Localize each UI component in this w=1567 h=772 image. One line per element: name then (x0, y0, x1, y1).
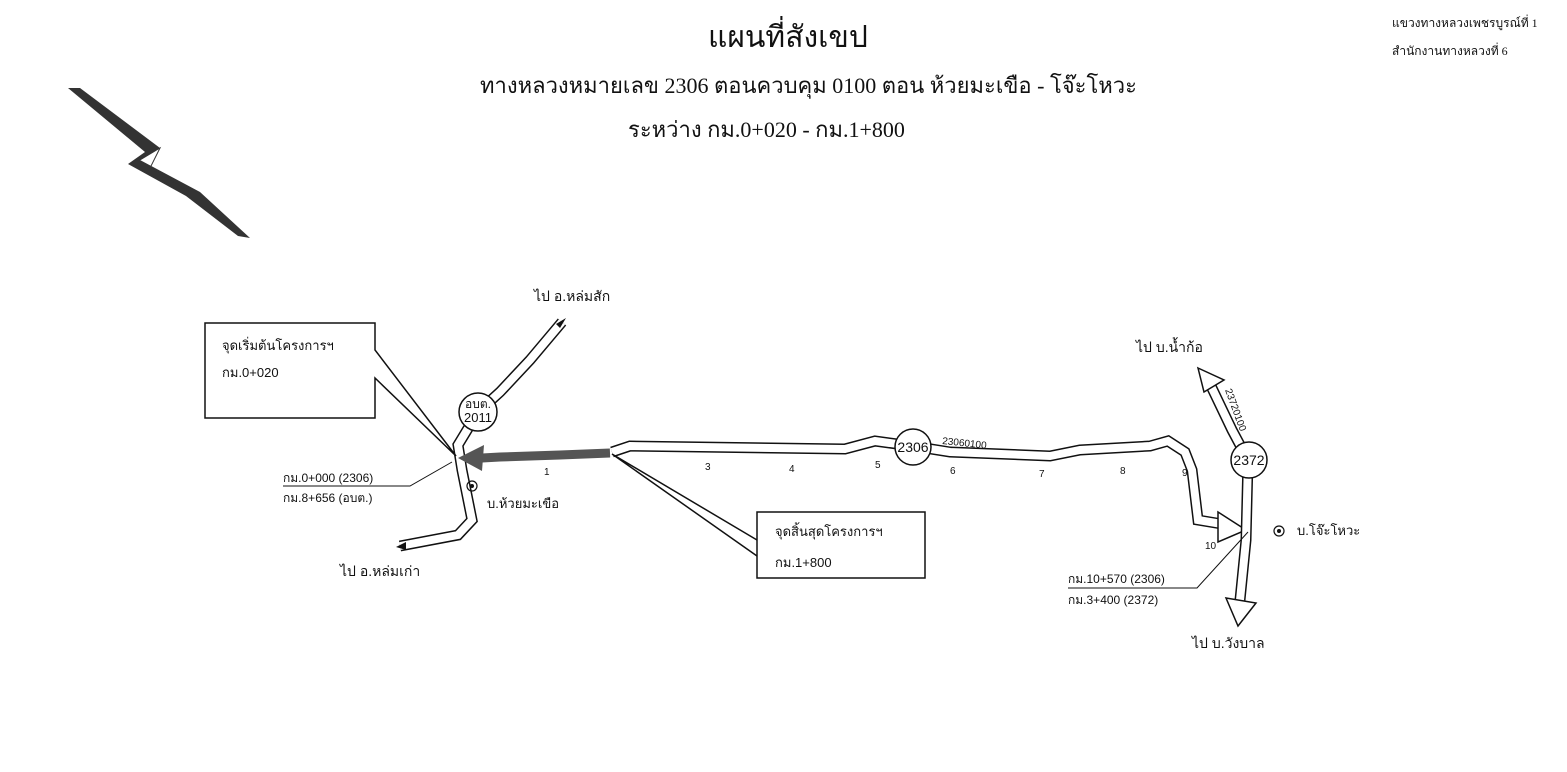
destination-nam-ko: ไป บ.น้ำก้อ (1135, 337, 1203, 355)
control-code-2306: 23060100 (942, 436, 988, 452)
junction-east-label: กม.10+570 (2306) กม.3+400 (2372) (1068, 531, 1249, 607)
km-mark: 5 (875, 460, 881, 471)
badge-2306-text: 2306 (897, 439, 928, 455)
map-subtitle: ทางหลวงหมายเลข 2306 ตอนควบคุม 0100 ตอน ห… (480, 73, 1137, 98)
route-badge-2011: อบต. 2011 (458, 392, 498, 432)
destination-wang-ban: ไป บ.วังบาล (1191, 635, 1265, 651)
km-mark: 10 (1205, 541, 1217, 552)
road-2306 (610, 435, 1248, 544)
km-mark: 7 (1039, 469, 1045, 480)
village-huai-makhuea: บ.ห้วยมะเขือ (466, 480, 559, 511)
agency-line-2: สำนักงานทางหลวงที่ 6 (1392, 44, 1508, 58)
village-label: บ.โจ๊ะโหวะ (1297, 523, 1360, 538)
village-label: บ.ห้วยมะเขือ (487, 496, 559, 511)
start-title: จุดเริ่มต้นโครงการฯ (222, 337, 334, 354)
map-title: แผนที่สังเขป (708, 21, 868, 54)
project-segment (458, 445, 611, 471)
km-marks: 1 3 4 5 6 7 8 9 10 (544, 460, 1217, 552)
badge-2011-line2: 2011 (464, 410, 492, 425)
end-callout: จุดสิ้นสุดโครงการฯ กม.1+800 (611, 453, 926, 579)
junction-east-line2: กม.3+400 (2372) (1068, 593, 1158, 607)
agency-line-1: แขวงทางหลวงเพชรบูรณ์ที่ 1 (1392, 16, 1538, 30)
badge-2372-text: 2372 (1233, 452, 1264, 468)
start-callout: จุดเริ่มต้นโครงการฯ กม.0+020 (204, 322, 457, 457)
badge-2011-line1: อบต. (465, 397, 491, 411)
road-2372 (1196, 366, 1258, 628)
route-badge-2306: 2306 (894, 428, 932, 466)
destination-lom-kao: ไป อ.หล่มเก่า (339, 563, 420, 579)
end-title: จุดสิ้นสุดโครงการฯ (775, 522, 883, 540)
north-arrow-icon (68, 88, 250, 238)
km-mark: 8 (1120, 466, 1126, 477)
km-mark: 4 (789, 464, 795, 475)
start-km: กม.0+020 (222, 365, 279, 380)
end-km: กม.1+800 (775, 555, 832, 570)
destination-lom-sak: ไป อ.หล่มสัก (533, 288, 610, 304)
km-mark: 1 (544, 467, 550, 478)
km-mark: 6 (950, 466, 956, 477)
junction-east-line1: กม.10+570 (2306) (1068, 572, 1165, 586)
route-badge-2372: 2372 (1230, 441, 1268, 479)
village-cho-wo: บ.โจ๊ะโหวะ (1273, 523, 1360, 538)
km-mark: 3 (705, 462, 711, 473)
road-2011 (396, 318, 567, 552)
junction-west-label: กม.0+000 (2306) กม.8+656 (อบต.) (283, 461, 453, 505)
km-mark: 9 (1182, 468, 1188, 479)
junction-west-line2: กม.8+656 (อบต.) (283, 491, 373, 505)
map-range: ระหว่าง กม.0+020 - กม.1+800 (628, 117, 905, 142)
junction-west-line1: กม.0+000 (2306) (283, 471, 373, 485)
